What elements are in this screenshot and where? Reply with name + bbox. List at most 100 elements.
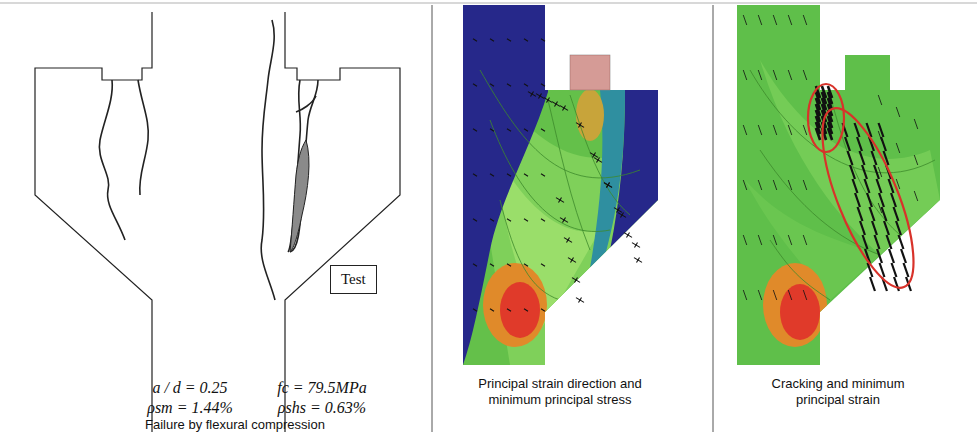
strain-mark <box>473 84 477 86</box>
crack-mark <box>828 128 832 140</box>
crack-mark <box>877 249 882 263</box>
strain-mark <box>541 84 545 86</box>
strain-mark <box>507 39 511 41</box>
crack-mark <box>803 290 807 300</box>
strain-mark <box>507 219 511 221</box>
strain-mark <box>490 84 494 86</box>
strain-mark <box>507 174 511 176</box>
crack-mark <box>914 119 918 129</box>
crack-mark <box>743 70 747 80</box>
crack-mark <box>788 70 792 80</box>
strain-mark <box>473 39 477 41</box>
crack-mark <box>865 179 870 193</box>
crack-mark <box>896 143 900 153</box>
strain-mark <box>541 264 545 266</box>
crack-mark <box>896 107 900 117</box>
crack-mark <box>743 125 747 135</box>
crack-mark <box>891 193 896 207</box>
crack-mark <box>758 290 762 300</box>
strain-mark <box>564 238 572 243</box>
parameter-label: ρsm = 1.44% <box>147 399 233 417</box>
crack-mark <box>860 151 865 165</box>
strain-mark <box>604 183 612 188</box>
loading-plate <box>570 55 610 90</box>
loading-plate <box>570 55 610 90</box>
strain-mark <box>556 198 564 203</box>
strain-mark <box>541 219 545 221</box>
strain-mark <box>576 298 584 303</box>
strain-mark <box>490 174 494 176</box>
strain-mark <box>524 39 528 41</box>
corbel-outline <box>35 12 400 432</box>
highlight-ellipse <box>804 84 932 298</box>
crack-mark <box>803 15 807 25</box>
strain-mark <box>524 129 528 131</box>
crack-mark <box>845 137 850 151</box>
strain-mark <box>541 309 545 311</box>
crack-mark <box>758 70 762 80</box>
crack-mark <box>788 15 792 25</box>
strain-mark <box>524 309 528 311</box>
strain-mark <box>590 153 598 158</box>
crack-mark <box>881 137 886 151</box>
strain-mark <box>541 39 545 41</box>
strain-mark <box>560 106 568 111</box>
crack-mark <box>853 179 858 193</box>
strain-mark <box>524 219 528 221</box>
strain-mark <box>594 158 602 163</box>
crack-mark <box>788 125 792 135</box>
crack-mark <box>894 207 899 221</box>
crack-mark <box>788 180 792 190</box>
crack-mark <box>803 235 807 245</box>
crack-mark <box>850 165 855 179</box>
parameter-label: a / d = 0.25 <box>152 379 227 397</box>
crack-mark <box>863 235 868 249</box>
crack-mark <box>758 125 762 135</box>
strain-mark <box>528 92 536 97</box>
strain-mark <box>490 219 494 221</box>
panel-caption: Principal strain direction and minimum p… <box>460 376 660 407</box>
strain-mark <box>544 98 552 103</box>
crack-mark <box>858 207 863 221</box>
strain-mark <box>632 243 640 248</box>
crack-mark <box>878 203 882 213</box>
crack-mark <box>773 70 777 80</box>
crack-mark <box>878 131 882 141</box>
crack-mark <box>743 15 747 25</box>
stress-contour <box>463 5 663 370</box>
crack-mark <box>894 277 899 291</box>
panel-divider <box>432 5 433 432</box>
strain-mark <box>624 233 632 238</box>
strain-mark <box>490 129 494 131</box>
crack-mark <box>803 125 807 135</box>
crack-mark <box>870 277 875 291</box>
test-box: Test <box>330 265 377 294</box>
strain-mark <box>560 218 568 223</box>
strain-mark <box>541 174 545 176</box>
panel-divider <box>713 5 714 432</box>
crack-mark <box>889 249 894 263</box>
crack-mark <box>914 155 918 165</box>
crack-mark <box>872 221 877 235</box>
crack-mark <box>803 180 807 190</box>
strain-mark <box>473 219 477 221</box>
crack-mark <box>773 235 777 245</box>
crack-mark <box>878 167 882 177</box>
crack-mark <box>914 191 918 201</box>
strain-mark <box>473 309 477 311</box>
parameter-label: ρshs = 0.63% <box>278 399 366 417</box>
crack-mark <box>857 137 862 151</box>
strain-mark <box>572 278 580 283</box>
strain-mark <box>614 208 622 213</box>
strain-mark <box>576 123 584 128</box>
strain-mark <box>524 84 528 86</box>
strain-mark <box>473 174 477 176</box>
crack-mark <box>855 123 860 137</box>
parameter-label: fc = 79.5MPa <box>277 379 366 397</box>
crack-mark <box>892 263 897 277</box>
strain-mark <box>536 94 544 99</box>
crack-mark <box>882 207 887 221</box>
strain-mark <box>507 264 511 266</box>
crack-mark <box>848 151 853 165</box>
